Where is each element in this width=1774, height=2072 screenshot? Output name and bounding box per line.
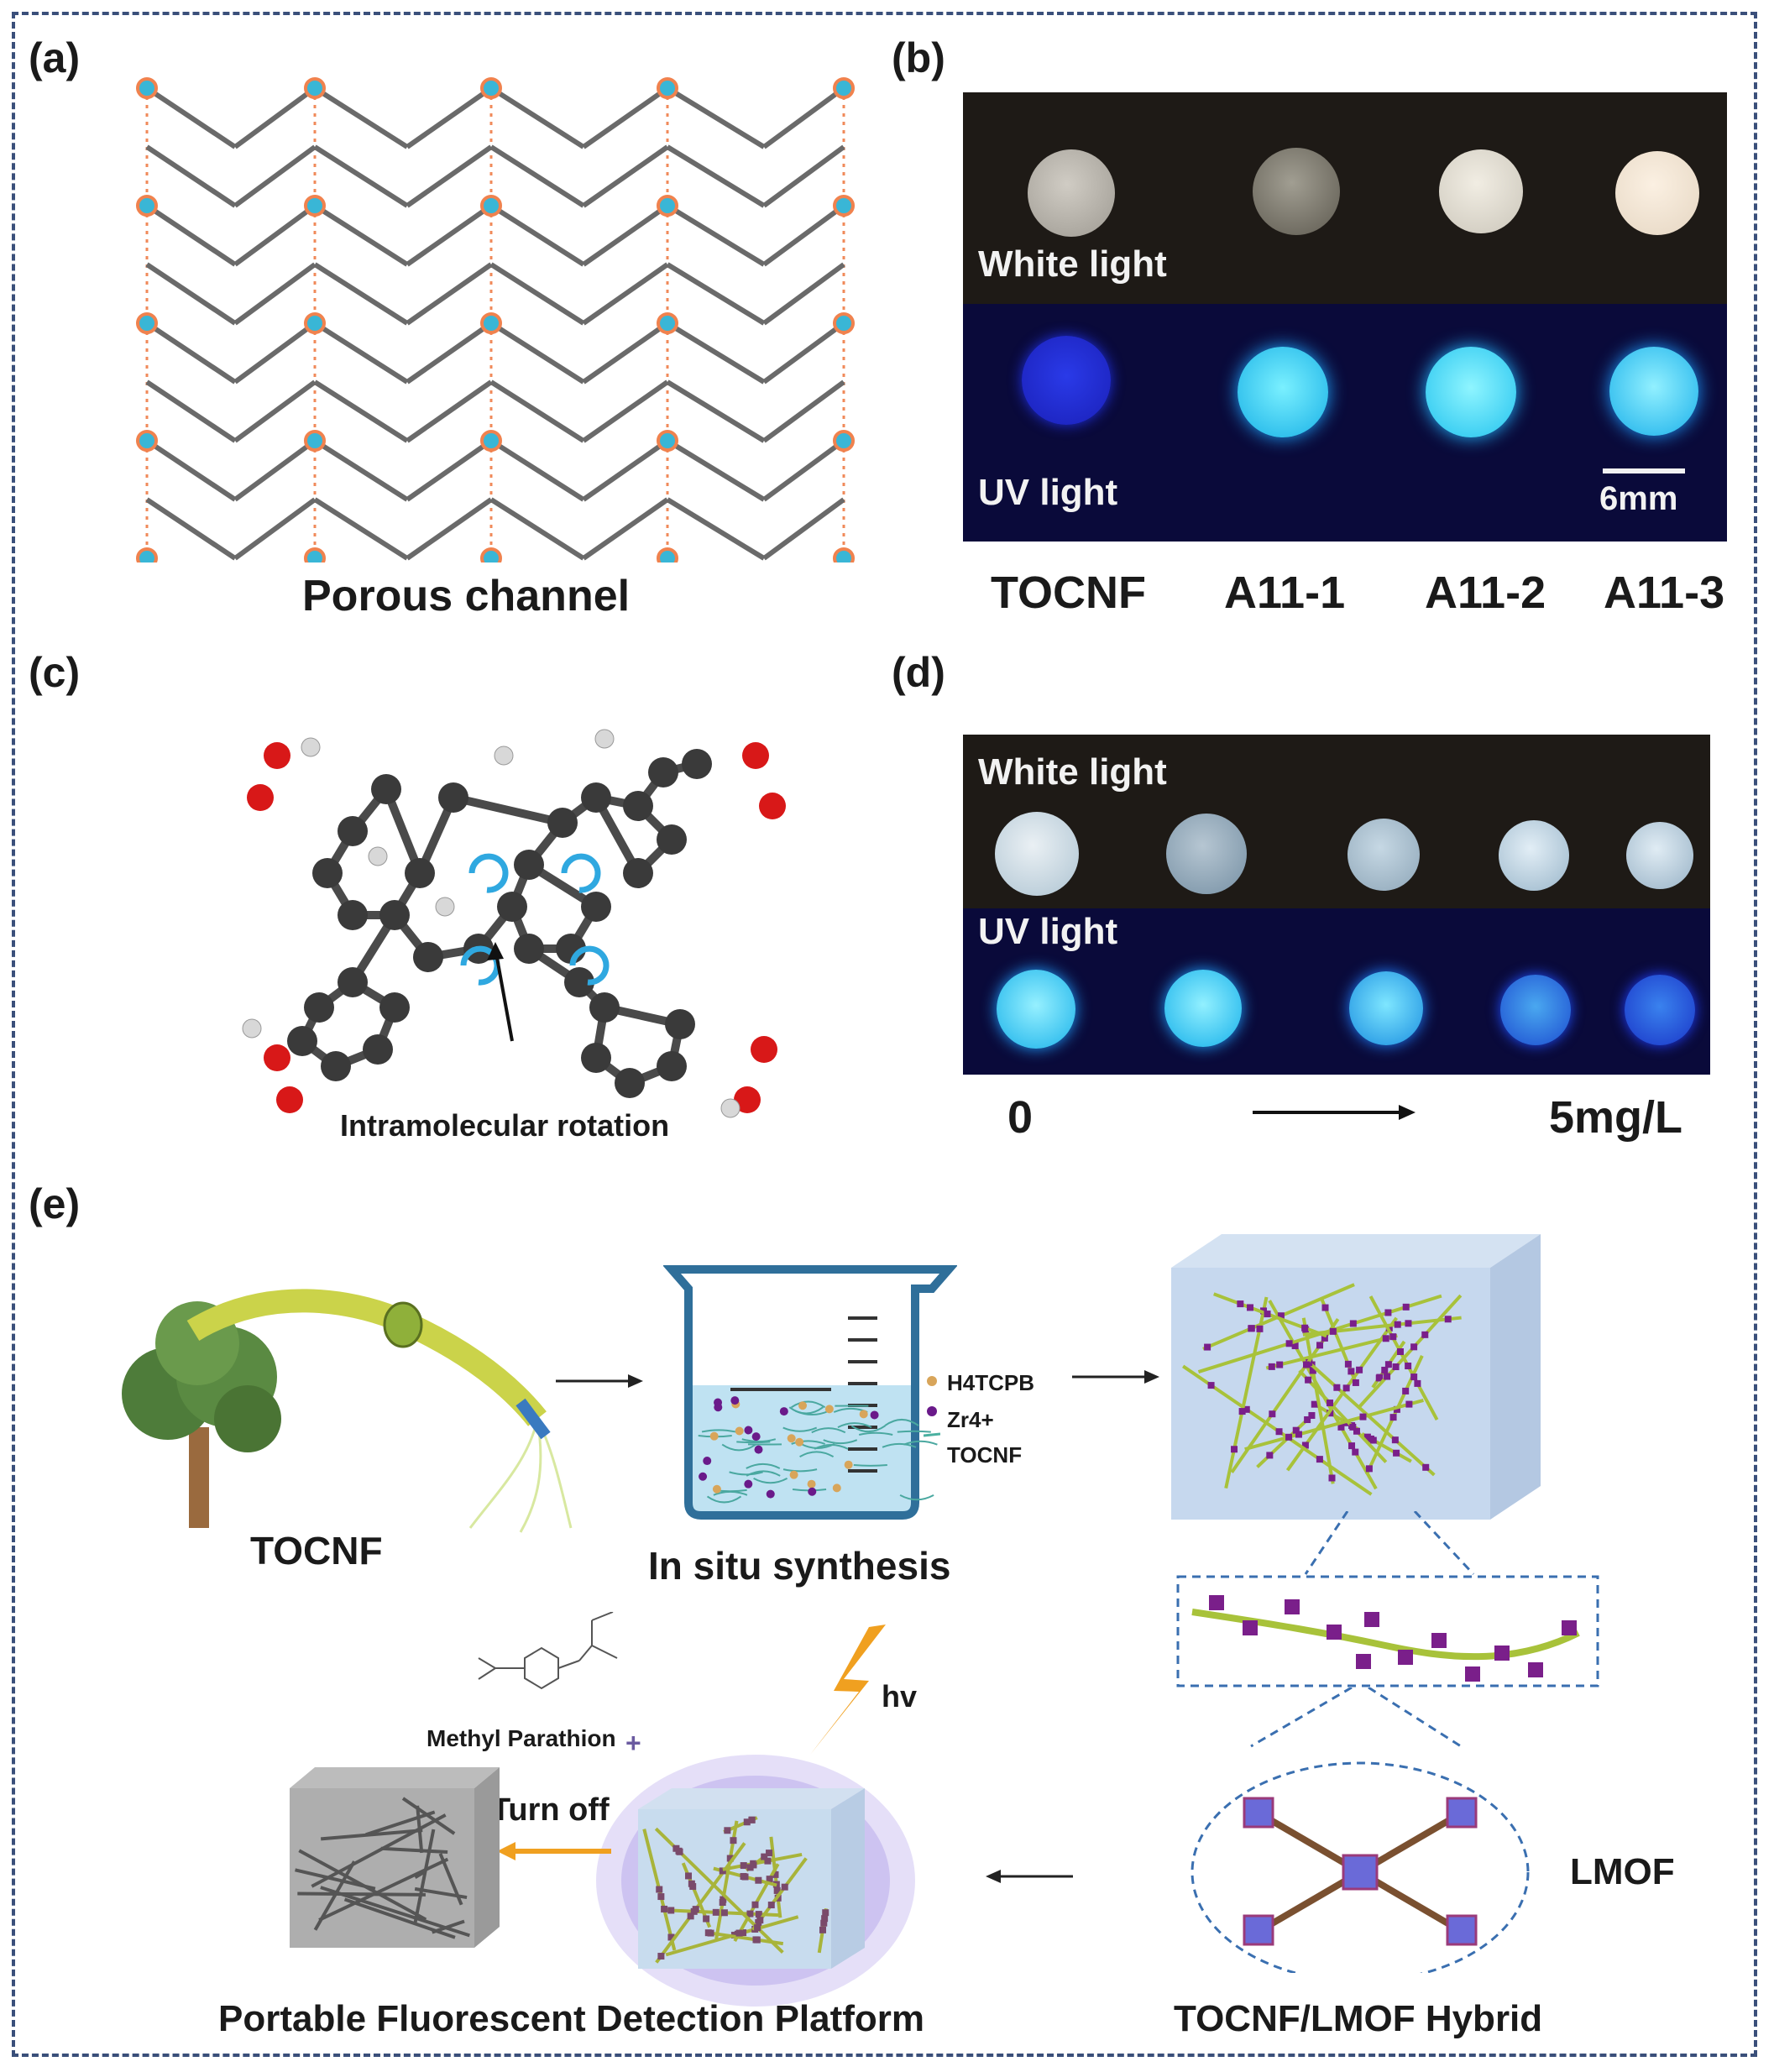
turn-off-arrow bbox=[497, 1842, 611, 1860]
legend-zr: Zr4+ bbox=[947, 1407, 994, 1432]
sample-label-1: TOCNF bbox=[991, 568, 1146, 618]
zoom-dashed-arrows bbox=[1304, 1511, 1475, 1576]
platform-caption: Portable Fluorescent Detection Platform bbox=[218, 1998, 925, 2039]
legend-tocnf: TOCNF bbox=[947, 1442, 1023, 1468]
lmof-zoom-ellipse bbox=[1191, 1687, 1530, 1973]
quenched-fibers bbox=[295, 1797, 470, 1939]
scale-bar bbox=[1603, 468, 1685, 474]
zr-clusters bbox=[1209, 1595, 1577, 1682]
white-light-label-d: White light bbox=[978, 751, 1167, 793]
uv-light-label: UV light bbox=[978, 472, 1118, 513]
methyl-parathion-structure bbox=[478, 1612, 618, 1690]
sample-disc-white-1 bbox=[1028, 149, 1115, 237]
conc-disc-white-1 bbox=[995, 812, 1079, 896]
sample-disc-white-4 bbox=[1615, 151, 1699, 235]
panel-a-label: (a) bbox=[29, 34, 81, 81]
in-situ-synthesis-label: In situ synthesis bbox=[648, 1544, 951, 1588]
hv-label: hv bbox=[882, 1679, 918, 1714]
graduation-marks bbox=[848, 1316, 877, 1473]
legend-h4tcpb: H4TCPB bbox=[947, 1370, 1035, 1395]
sample-disc-uv-1 bbox=[1022, 336, 1111, 425]
figure-frame bbox=[12, 12, 1757, 2057]
rotation-arrow bbox=[494, 948, 514, 1042]
conc-disc-uv-2 bbox=[1164, 970, 1242, 1047]
plus-sign: + bbox=[625, 1728, 641, 1758]
h4tcpb-molecule-illustration bbox=[242, 729, 786, 1118]
mof-lattice-illustration bbox=[136, 77, 855, 562]
panel-b-label: (b) bbox=[892, 34, 945, 81]
uv-light-label-d: UV light bbox=[978, 911, 1118, 952]
sample-disc-uv-3 bbox=[1426, 347, 1516, 437]
conc-disc-white-3 bbox=[1348, 819, 1420, 891]
legend-markers bbox=[924, 1376, 940, 1437]
tocnf-label-e: TOCNF bbox=[250, 1529, 383, 1572]
tree-to-fiber-illustration bbox=[122, 1289, 573, 1533]
conc-disc-white-2 bbox=[1166, 814, 1247, 894]
panel-e-label: (e) bbox=[29, 1180, 81, 1227]
hybrid-cube-illustration bbox=[1171, 1234, 1541, 1520]
fiber-zoom-box bbox=[1176, 1575, 1599, 1687]
beaker-illustration bbox=[663, 1265, 957, 1520]
solution-particles bbox=[698, 1396, 938, 1504]
uv-half-d bbox=[963, 908, 1710, 1075]
panel-d-photo: White light UV light bbox=[963, 735, 1710, 1075]
beaker-outline bbox=[663, 1265, 957, 1520]
concentration-start: 0 bbox=[1007, 1092, 1034, 1143]
hybrid-caption: TOCNF/LMOF Hybrid bbox=[1174, 1998, 1543, 2039]
methyl-parathion-label: Methyl Parathion bbox=[426, 1725, 616, 1751]
sample-label-3: A11-2 bbox=[1425, 568, 1546, 618]
porous-channel-caption: Porous channel bbox=[302, 572, 631, 620]
panel-c-label: (c) bbox=[29, 649, 81, 696]
platform-fibers bbox=[642, 1816, 829, 1964]
panel-d-label: (d) bbox=[892, 649, 945, 696]
intramolecular-rotation-label: Intramolecular rotation bbox=[340, 1108, 670, 1143]
lightning-bolt-icon bbox=[810, 1625, 886, 1755]
conc-disc-white-4 bbox=[1499, 820, 1569, 891]
tree-trunk bbox=[189, 1427, 209, 1528]
panel-b-photo: White light UV light 6mm bbox=[963, 92, 1727, 542]
sample-label-2: A11-1 bbox=[1224, 568, 1346, 618]
arrow-2 bbox=[1072, 1370, 1159, 1384]
concentration-end: 5mg/L bbox=[1549, 1092, 1683, 1143]
conc-disc-uv-5 bbox=[1625, 975, 1695, 1045]
sample-disc-uv-2 bbox=[1238, 347, 1328, 437]
arrow-3 bbox=[986, 1870, 1073, 1883]
scale-bar-label: 6mm bbox=[1599, 480, 1678, 517]
sample-label-4: A11-3 bbox=[1604, 568, 1725, 618]
turn-off-label: Turn off bbox=[491, 1792, 610, 1828]
concentration-arrow bbox=[1253, 1105, 1416, 1120]
sample-disc-white-2 bbox=[1253, 148, 1340, 235]
conc-disc-white-5 bbox=[1626, 822, 1693, 889]
lmof-label: LMOF bbox=[1570, 1851, 1675, 1892]
conc-disc-uv-1 bbox=[997, 970, 1075, 1049]
rotation-arrow-head bbox=[487, 942, 504, 960]
fluorescent-platform-illustration bbox=[596, 1755, 915, 2007]
fiber-network bbox=[1182, 1283, 1463, 1496]
white-light-label: White light bbox=[978, 243, 1167, 285]
sample-disc-white-3 bbox=[1439, 149, 1523, 233]
sample-disc-uv-4 bbox=[1609, 347, 1698, 436]
quenched-cube-illustration bbox=[290, 1767, 500, 1948]
conc-disc-uv-4 bbox=[1500, 975, 1571, 1045]
conc-disc-uv-3 bbox=[1349, 971, 1423, 1045]
arrow-1 bbox=[556, 1374, 643, 1388]
